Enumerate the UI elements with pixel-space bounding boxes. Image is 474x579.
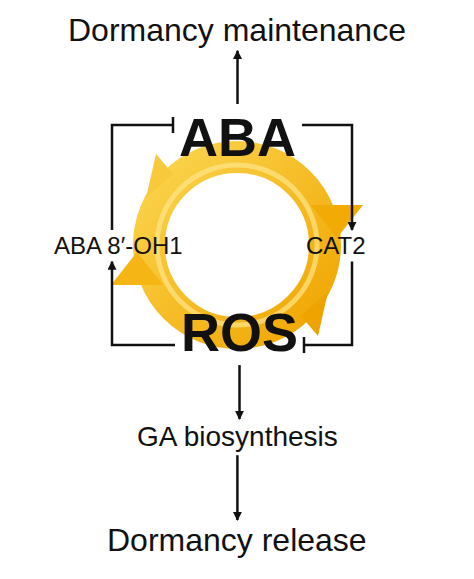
node-text: Dormancy maintenance (68, 12, 406, 49)
node-text: Dormancy release (107, 522, 367, 559)
node-text: GA biosynthesis (137, 421, 338, 453)
process-label: GA biosynthesis (131, 419, 344, 455)
inhibition-bar (303, 337, 306, 353)
arrow-connector (237, 51, 238, 104)
inhibition-connector (304, 262, 352, 353)
node-text: ABA (179, 106, 296, 168)
node-text: ABA 8′-OH1 (54, 232, 183, 260)
connector-line (112, 262, 175, 345)
inhibition-bar (172, 117, 175, 133)
connector-line (236, 51, 239, 104)
hormone-label: ABA (173, 104, 302, 170)
arrow-connector (237, 455, 238, 520)
signal-label: ROS (175, 299, 304, 365)
connector-line (112, 125, 173, 230)
enzyme-label: ABA 8′-OH1 (48, 230, 189, 262)
ring-arrowhead (146, 154, 173, 198)
node-text: CAT2 (306, 232, 366, 260)
arrow-connector (112, 262, 175, 345)
enzyme-label: CAT2 (300, 230, 372, 262)
inhibition-connector (112, 117, 173, 230)
ring-arrowhead (301, 292, 328, 336)
arrow-connector (239, 365, 240, 419)
outcome-label: Dormancy release (101, 520, 373, 561)
connector-line (236, 455, 239, 520)
connector-line (302, 125, 352, 230)
arrow-connector (302, 125, 352, 230)
connector-line (304, 262, 352, 345)
node-text: ROS (181, 301, 298, 363)
outcome-label: Dormancy maintenance (62, 10, 412, 51)
connector-line (238, 365, 241, 419)
